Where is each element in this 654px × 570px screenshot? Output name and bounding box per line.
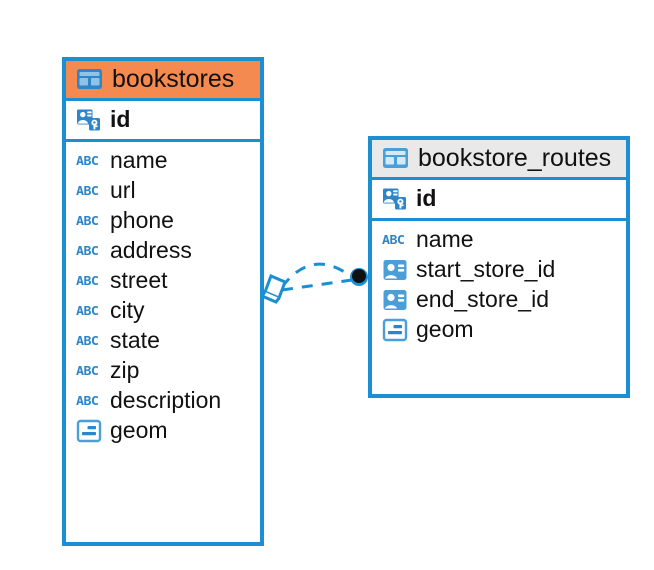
field-section-bookstores: ABC name ABC url ABC phone ABC: [66, 142, 260, 452]
field-row-description[interactable]: ABC description: [66, 386, 260, 416]
rhombus-marker: [259, 274, 287, 304]
abc-text-glyph: ABC: [76, 363, 99, 378]
abc-text-glyph: ABC: [76, 153, 99, 168]
field-row-end-store-id[interactable]: end_store_id: [372, 285, 626, 315]
field-label-url: url: [110, 177, 136, 204]
field-label-zip: zip: [110, 357, 140, 384]
field-label-phone: phone: [110, 207, 174, 234]
abc-text-icon: ABC: [76, 181, 102, 201]
filled-circle-marker: [350, 268, 368, 286]
abc-text-glyph: ABC: [76, 183, 99, 198]
abc-text-glyph: ABC: [76, 273, 99, 288]
abc-text-icon: ABC: [76, 361, 102, 381]
abc-text-glyph: ABC: [76, 213, 99, 228]
field-row-name[interactable]: ABC name: [372, 225, 626, 255]
relationship-branch-upper: [280, 262, 353, 288]
abc-text-glyph: ABC: [76, 393, 99, 408]
field-label-geom: geom: [416, 316, 474, 343]
entity-title-bookstores: bookstores: [112, 65, 235, 93]
abc-text-icon: ABC: [76, 301, 102, 321]
field-label-state: state: [110, 327, 160, 354]
abc-text-icon: ABC: [76, 271, 102, 291]
field-label-id: id: [110, 106, 131, 133]
table-grid-icon: [383, 148, 408, 169]
field-label-geom: geom: [110, 417, 168, 444]
field-row-url[interactable]: ABC url: [66, 176, 260, 206]
field-label-end-store-id: end_store_id: [416, 286, 549, 313]
geometry-icon: [76, 420, 102, 443]
entity-header-bookstore-routes[interactable]: bookstore_routes: [372, 140, 626, 181]
entity-header-bookstores[interactable]: bookstores: [66, 61, 260, 102]
relationship-branch-lower: [281, 278, 353, 292]
field-row-state[interactable]: ABC state: [66, 326, 260, 356]
field-row-start-store-id[interactable]: start_store_id: [372, 255, 626, 285]
abc-text-icon: ABC: [76, 391, 102, 411]
entity-table-bookstores[interactable]: bookstores id: [62, 57, 264, 546]
field-label-name: name: [110, 147, 168, 174]
foreign-key-icon: [383, 260, 407, 281]
field-label-id: id: [416, 185, 437, 212]
field-section-bookstore-routes: ABC name start_store_id: [372, 221, 626, 351]
field-label-city: city: [110, 297, 145, 324]
field-label-description: description: [110, 387, 222, 414]
field-row-phone[interactable]: ABC phone: [66, 206, 260, 236]
field-row-geom[interactable]: geom: [372, 315, 626, 345]
primary-key-section-bookstores: id: [66, 101, 260, 143]
entity-table-bookstore-routes[interactable]: bookstore_routes id: [368, 136, 630, 398]
abc-text-glyph: ABC: [76, 243, 99, 258]
primary-key-icon: [77, 109, 100, 131]
field-row-name[interactable]: ABC name: [66, 146, 260, 176]
abc-text-icon: ABC: [76, 211, 102, 231]
table-grid-icon: [77, 69, 102, 90]
abc-text-glyph: ABC: [76, 333, 99, 348]
field-row-geom[interactable]: geom: [66, 416, 260, 446]
primary-key-icon: [383, 188, 406, 210]
field-row-street[interactable]: ABC street: [66, 266, 260, 296]
entity-title-bookstore-routes: bookstore_routes: [418, 144, 612, 172]
geometry-icon: [382, 319, 408, 342]
foreign-key-icon: [383, 290, 407, 311]
abc-text-icon: ABC: [76, 331, 102, 351]
primary-key-section-bookstore-routes: id: [372, 180, 626, 222]
abc-text-icon: ABC: [76, 241, 102, 261]
field-row-zip[interactable]: ABC zip: [66, 356, 260, 386]
field-row-id[interactable]: id: [66, 105, 260, 135]
field-label-address: address: [110, 237, 192, 264]
field-row-city[interactable]: ABC city: [66, 296, 260, 326]
field-row-id[interactable]: id: [372, 184, 626, 214]
abc-text-icon: ABC: [76, 151, 102, 171]
field-label-name: name: [416, 226, 474, 253]
field-label-start-store-id: start_store_id: [416, 256, 556, 283]
field-label-street: street: [110, 267, 168, 294]
field-row-address[interactable]: ABC address: [66, 236, 260, 266]
abc-text-glyph: ABC: [382, 232, 405, 247]
abc-text-icon: ABC: [382, 230, 408, 250]
abc-text-glyph: ABC: [76, 303, 99, 318]
